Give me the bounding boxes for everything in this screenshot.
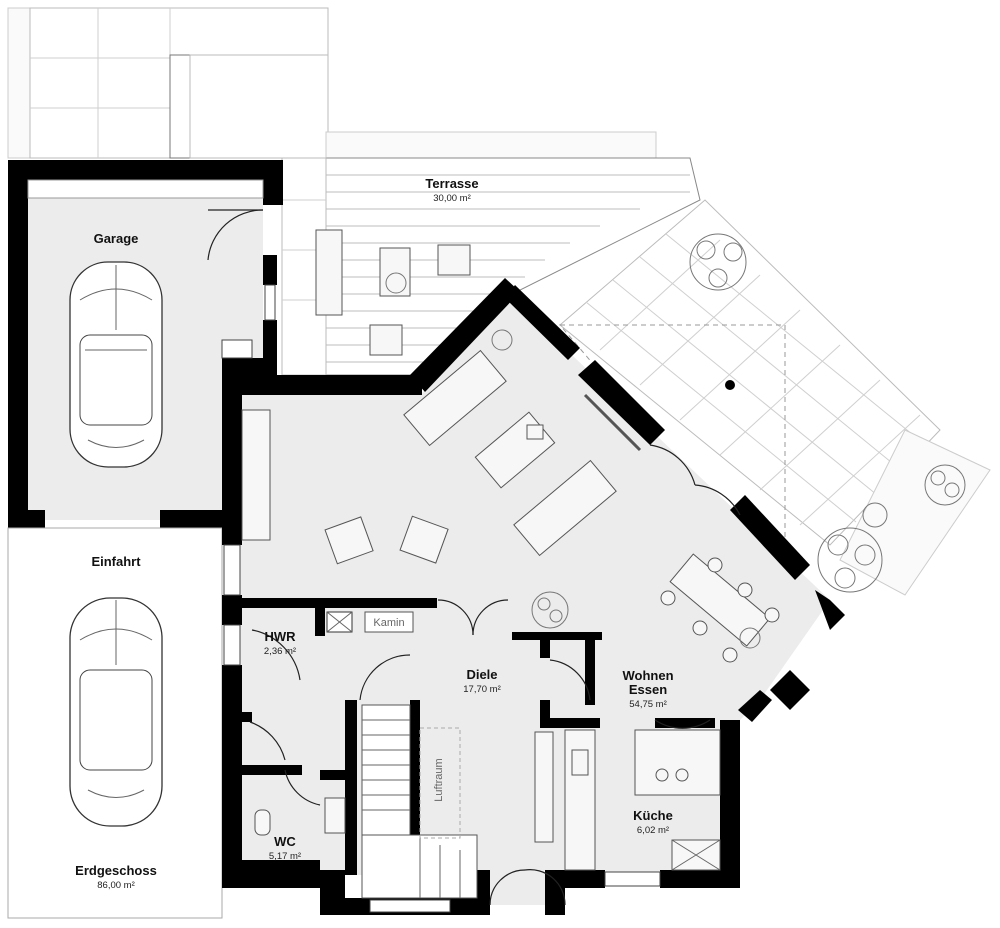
plant-icon bbox=[385, 272, 407, 294]
room-area-kueche: 6,02 m² bbox=[637, 825, 669, 836]
room-name-wohnen: Wohnen bbox=[622, 668, 673, 683]
kamin-label: Kamin bbox=[373, 617, 404, 629]
plant-icon bbox=[689, 233, 747, 291]
room-name-essen: Essen bbox=[629, 682, 667, 697]
plant-icon bbox=[491, 329, 513, 351]
room-name-diele: Diele bbox=[466, 667, 497, 682]
room-area-hwr: 2,36 m² bbox=[264, 646, 296, 657]
room-area-terrasse: 30,00 m² bbox=[433, 193, 471, 204]
stairs bbox=[361, 704, 478, 899]
room-name-terrasse: Terrasse bbox=[425, 176, 478, 191]
terrasse-deck bbox=[325, 157, 701, 376]
room-name-kueche: Küche bbox=[633, 808, 673, 823]
einfahrt: Einfahrt Erdgeschoss 86,00 m² bbox=[7, 527, 223, 919]
room-labels: Terrasse 30,00 m² HWR 2,36 m² Diele 17,7… bbox=[264, 176, 674, 862]
room-area-diele: 17,70 m² bbox=[463, 684, 501, 695]
house-walls bbox=[222, 278, 845, 915]
plant-icon bbox=[924, 464, 966, 506]
plant-icon bbox=[817, 527, 883, 593]
room-name-wc: WC bbox=[274, 834, 296, 849]
plant-icon bbox=[531, 591, 569, 629]
doors bbox=[249, 444, 741, 906]
outdoor-paving bbox=[7, 7, 991, 596]
room-area-wc: 5,17 m² bbox=[269, 851, 301, 862]
floor-name: Erdgeschoss bbox=[75, 863, 157, 878]
luftraum-label: Luftraum bbox=[433, 758, 445, 801]
steps-top bbox=[169, 54, 329, 159]
room-name-einfahrt: Einfahrt bbox=[91, 554, 141, 569]
room-area-wohnen: 54,75 m² bbox=[629, 699, 667, 710]
furniture: Kamin Luftraum bbox=[241, 229, 780, 899]
room-name-hwr: HWR bbox=[264, 629, 296, 644]
plant-icon bbox=[739, 627, 761, 649]
terrace-tiles bbox=[558, 199, 941, 592]
driveway-car bbox=[69, 597, 163, 827]
floor-area: 86,00 m² bbox=[97, 880, 135, 891]
plants bbox=[385, 233, 966, 649]
room-name-garage: Garage bbox=[94, 231, 139, 246]
garage-car bbox=[69, 261, 163, 468]
plant-icon bbox=[862, 502, 888, 528]
